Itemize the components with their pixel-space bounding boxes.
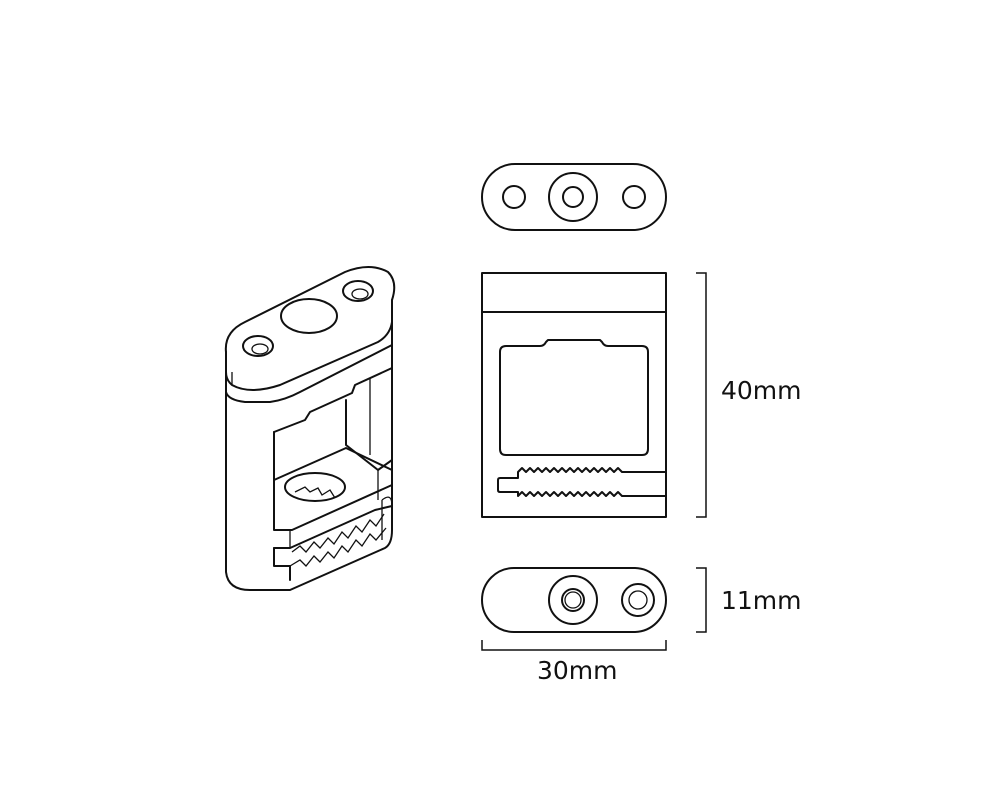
dimension-lines <box>481 272 707 651</box>
height-dimension-label: 40mm <box>721 376 802 405</box>
bottom-view <box>481 567 667 633</box>
isometric-view <box>224 266 396 591</box>
front-view <box>481 272 667 518</box>
top-view <box>481 163 667 231</box>
width-dimension-label: 30mm <box>537 656 618 685</box>
depth-dimension-label: 11mm <box>721 586 802 615</box>
